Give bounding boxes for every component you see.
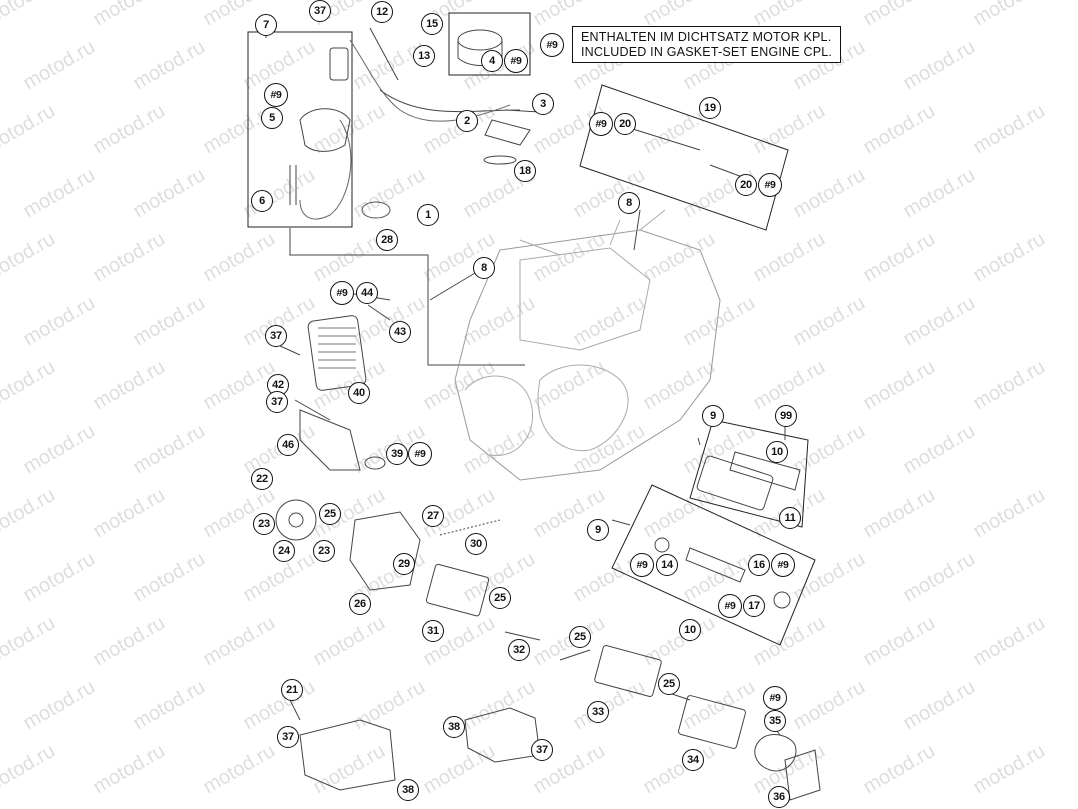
part-callout[interactable]: 21 bbox=[281, 679, 303, 701]
part-callout[interactable]: 36 bbox=[768, 786, 790, 808]
note-ref-callout: #9 bbox=[540, 32, 564, 57]
part-callout[interactable]: 10 bbox=[766, 441, 788, 463]
part-callout[interactable]: #9 bbox=[771, 553, 795, 577]
part-callout[interactable]: 3 bbox=[532, 93, 554, 115]
part-callout[interactable]: 17 bbox=[743, 595, 765, 617]
part-callout[interactable]: 8 bbox=[618, 192, 640, 214]
part-callout[interactable]: 43 bbox=[389, 321, 411, 343]
group-box-19 bbox=[579, 84, 789, 231]
part-callout[interactable]: #9 bbox=[264, 83, 288, 107]
part-callout[interactable]: 24 bbox=[273, 540, 295, 562]
part-callout[interactable]: 37 bbox=[309, 0, 331, 22]
part-callout[interactable]: 40 bbox=[348, 382, 370, 404]
group-box-99 bbox=[689, 419, 809, 528]
part-callout[interactable]: 19 bbox=[699, 97, 721, 119]
part-callout[interactable]: 12 bbox=[371, 1, 393, 23]
part-callout[interactable]: 9 bbox=[587, 519, 609, 541]
part-callout[interactable]: #9 bbox=[504, 49, 528, 73]
part-callout[interactable]: 15 bbox=[421, 13, 443, 35]
part-callout[interactable]: #9 bbox=[630, 553, 654, 577]
part-callout[interactable]: 22 bbox=[251, 468, 273, 490]
part-callout[interactable]: 7 bbox=[255, 14, 277, 36]
part-callout[interactable]: 44 bbox=[356, 282, 378, 304]
part-callout[interactable]: 37 bbox=[277, 726, 299, 748]
part-callout[interactable]: 27 bbox=[422, 505, 444, 527]
part-callout[interactable]: 9 bbox=[702, 405, 724, 427]
part-callout[interactable]: #9 bbox=[330, 281, 354, 305]
part-callout[interactable]: 23 bbox=[313, 540, 335, 562]
part-callout[interactable]: 38 bbox=[443, 716, 465, 738]
part-callout[interactable]: 11 bbox=[779, 507, 801, 529]
part-callout[interactable]: 25 bbox=[489, 587, 511, 609]
part-callout[interactable]: 33 bbox=[587, 701, 609, 723]
part-callout[interactable]: 5 bbox=[261, 107, 283, 129]
part-callout[interactable]: 35 bbox=[764, 710, 786, 732]
group-box-7 bbox=[247, 31, 353, 228]
part-callout[interactable]: 37 bbox=[531, 739, 553, 761]
part-callout[interactable]: #9 bbox=[589, 112, 613, 136]
part-callout[interactable]: 8 bbox=[473, 257, 495, 279]
group-box-10 bbox=[611, 484, 816, 646]
part-callout[interactable]: #9 bbox=[763, 686, 787, 710]
part-callout[interactable]: 14 bbox=[656, 554, 678, 576]
group-box-15 bbox=[448, 12, 531, 76]
part-callout[interactable]: 32 bbox=[508, 639, 530, 661]
part-callout[interactable]: 39 bbox=[386, 443, 408, 465]
part-callout[interactable]: 38 bbox=[397, 779, 419, 801]
part-callout[interactable]: 99 bbox=[775, 405, 797, 427]
part-callout[interactable]: 37 bbox=[266, 391, 288, 413]
part-callout[interactable]: 46 bbox=[277, 434, 299, 456]
gasket-set-note: #9 ENTHALTEN IM DICHTSATZ MOTOR KPL. INC… bbox=[540, 26, 842, 63]
part-callout[interactable]: 25 bbox=[319, 503, 341, 525]
part-callout[interactable]: 1 bbox=[417, 204, 439, 226]
part-callout[interactable]: 20 bbox=[614, 113, 636, 135]
part-callout[interactable]: 30 bbox=[465, 533, 487, 555]
part-callout[interactable]: 25 bbox=[658, 673, 680, 695]
part-callout[interactable]: 37 bbox=[265, 325, 287, 347]
part-callout[interactable]: #9 bbox=[718, 594, 742, 618]
part-callout[interactable]: #9 bbox=[758, 173, 782, 197]
part-callout[interactable]: 29 bbox=[393, 553, 415, 575]
part-callout[interactable]: 2 bbox=[456, 110, 478, 132]
part-callout[interactable]: 25 bbox=[569, 626, 591, 648]
part-callout[interactable]: 10 bbox=[679, 619, 701, 641]
part-callout[interactable]: 28 bbox=[376, 229, 398, 251]
part-callout[interactable]: 13 bbox=[413, 45, 435, 67]
part-callout[interactable]: 23 bbox=[253, 513, 275, 535]
part-callout[interactable]: 16 bbox=[748, 554, 770, 576]
part-callout[interactable]: 31 bbox=[422, 620, 444, 642]
part-callout[interactable]: 20 bbox=[735, 174, 757, 196]
part-callout[interactable]: #9 bbox=[408, 442, 432, 466]
note-text-box: ENTHALTEN IM DICHTSATZ MOTOR KPL. INCLUD… bbox=[572, 26, 842, 63]
part-callout[interactable]: 4 bbox=[481, 50, 503, 72]
part-callout[interactable]: 26 bbox=[349, 593, 371, 615]
note-line-de: ENTHALTEN IM DICHTSATZ MOTOR KPL. bbox=[581, 30, 832, 44]
note-line-en: INCLUDED IN GASKET-SET ENGINE CPL. bbox=[581, 45, 833, 59]
part-callout[interactable]: 6 bbox=[251, 190, 273, 212]
part-callout[interactable]: 18 bbox=[514, 160, 536, 182]
part-callout[interactable]: 34 bbox=[682, 749, 704, 771]
